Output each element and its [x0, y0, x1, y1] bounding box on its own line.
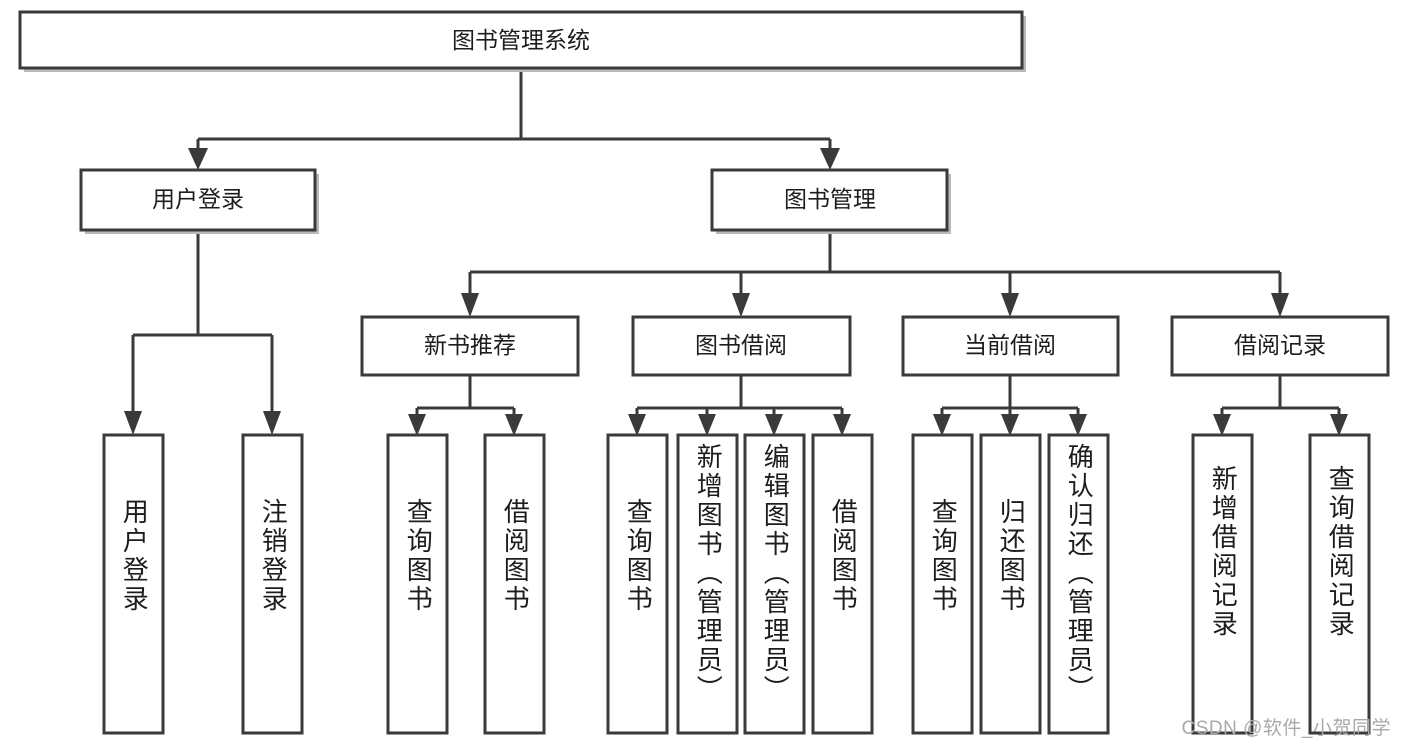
- node-user-login-rect: [79, 168, 317, 232]
- leaf-box-book-borrow-0[interactable]: [606, 433, 669, 735]
- arrow-head-user-leaf2: [263, 411, 281, 435]
- leaf-box-user-login-0[interactable]: [102, 433, 165, 735]
- connector-group-book-borrow: [628, 375, 851, 436]
- node-root-label: 图书管理系统: [452, 27, 590, 53]
- leaf-box-current-borrow-2[interactable]: [1047, 433, 1110, 735]
- arrow-head-book-to-record: [1271, 293, 1289, 317]
- node-current-borrow-rect: [901, 315, 1120, 377]
- node-root[interactable]: 图书管理系统: [18, 10, 1026, 72]
- node-user-login-label: 用户登录: [152, 186, 244, 212]
- node-borrow-record[interactable]: 借阅记录: [1170, 315, 1390, 377]
- arrow-head-root-to-book: [820, 148, 840, 170]
- arrow-head-book-to-borrow: [732, 293, 750, 317]
- connector-group-current-borrow: [933, 375, 1087, 436]
- leaf-box-user-login-1[interactable]: [241, 433, 304, 735]
- arrow-head-current-leaf2: [1001, 414, 1019, 436]
- arrow-head-borrow-leaf1: [628, 414, 646, 436]
- leaf-box-current-borrow-1[interactable]: [979, 433, 1042, 735]
- arrow-head-new-leaf2: [505, 414, 523, 436]
- leaf-box-book-borrow-1[interactable]: [676, 433, 739, 735]
- node-book-borrow[interactable]: 图书借阅: [631, 315, 852, 377]
- node-current-borrow[interactable]: 当前借阅: [901, 315, 1120, 377]
- arrow-head-record-leaf2: [1330, 414, 1348, 436]
- connector-group-user-login: [124, 232, 281, 435]
- node-book-borrow-label: 图书借阅: [695, 332, 787, 358]
- node-book-manage[interactable]: 图书管理: [710, 168, 951, 234]
- connector-group-root: [188, 68, 840, 170]
- node-book-manage-label: 图书管理: [784, 186, 876, 212]
- arrow-head-book-to-new: [461, 293, 479, 317]
- node-new-book-recommend[interactable]: 新书推荐: [360, 315, 580, 377]
- node-new-book-recommend-rect: [360, 315, 580, 377]
- leaf-box-borrow-record-1[interactable]: [1308, 433, 1371, 735]
- node-book-manage-rect: [710, 168, 949, 232]
- leaf-box-borrow-record-0[interactable]: [1191, 433, 1254, 735]
- arrow-head-user-leaf1: [124, 411, 142, 435]
- node-book-borrow-rect: [631, 315, 852, 377]
- arrow-head-borrow-leaf3: [765, 414, 783, 436]
- leaf-box-new-book-1[interactable]: [483, 433, 546, 735]
- arrow-head-record-leaf1: [1213, 414, 1231, 436]
- node-user-login[interactable]: 用户登录: [79, 168, 319, 234]
- arrow-head-borrow-leaf4: [833, 414, 851, 436]
- leaf-box-book-borrow-3[interactable]: [811, 433, 874, 735]
- arrow-head-book-to-current: [1001, 293, 1019, 317]
- arrow-head-new-leaf1: [408, 414, 426, 436]
- node-root-rect: [18, 10, 1024, 70]
- arrow-head-root-to-user: [188, 148, 208, 170]
- node-current-borrow-label: 当前借阅: [964, 332, 1056, 358]
- connector-group-borrow-record: [1213, 375, 1348, 436]
- leaf-box-book-borrow-2[interactable]: [743, 433, 806, 735]
- connector-group-new-book: [408, 375, 523, 436]
- arrow-head-current-leaf3: [1069, 414, 1087, 436]
- connector-group-book-manage: [461, 232, 1289, 317]
- node-borrow-record-label: 借阅记录: [1234, 332, 1326, 358]
- node-new-book-recommend-label: 新书推荐: [424, 332, 516, 358]
- arrow-head-current-leaf1: [933, 414, 951, 436]
- csdn-watermark: CSDN @软件_小贺同学: [1181, 718, 1391, 739]
- leaf-box-current-borrow-0[interactable]: [911, 433, 974, 735]
- node-borrow-record-rect: [1170, 315, 1390, 377]
- arrow-head-borrow-leaf2: [698, 414, 716, 436]
- leaf-box-new-book-0[interactable]: [386, 433, 449, 735]
